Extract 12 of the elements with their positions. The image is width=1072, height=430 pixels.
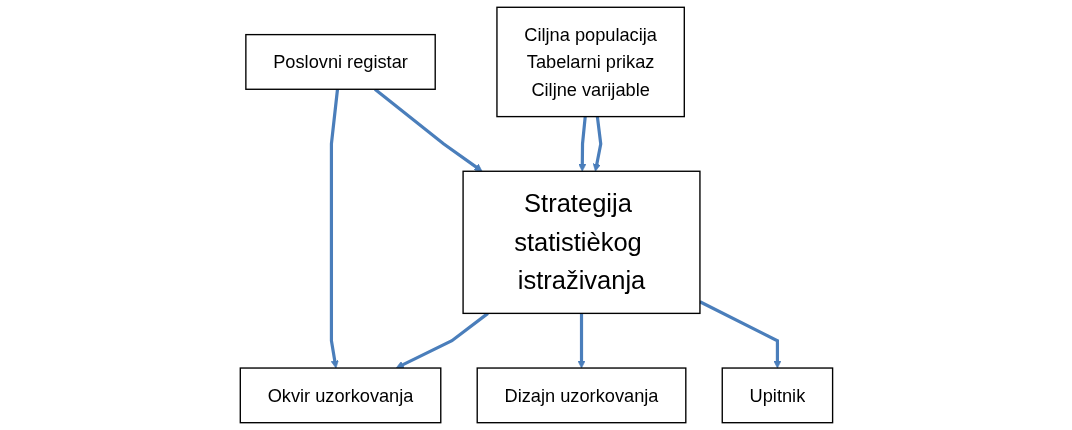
arrow (592, 116, 602, 172)
arrow (373, 88, 482, 172)
node-box: Okvir uzorkovanja (239, 367, 441, 424)
node-box: Strategija statistièkog istraživanja (461, 170, 701, 315)
arrow (577, 313, 586, 369)
arrow (395, 312, 489, 369)
node-box: Dizajn uzorkovanja (476, 367, 687, 424)
node-box: Upitnik (721, 367, 833, 424)
node-box: Ciljna populacija Tabelarni prikaz Ciljne varijable (495, 6, 685, 118)
arrow (577, 116, 587, 172)
arrow (329, 89, 339, 369)
node-box: Poslovni registar (244, 33, 436, 90)
